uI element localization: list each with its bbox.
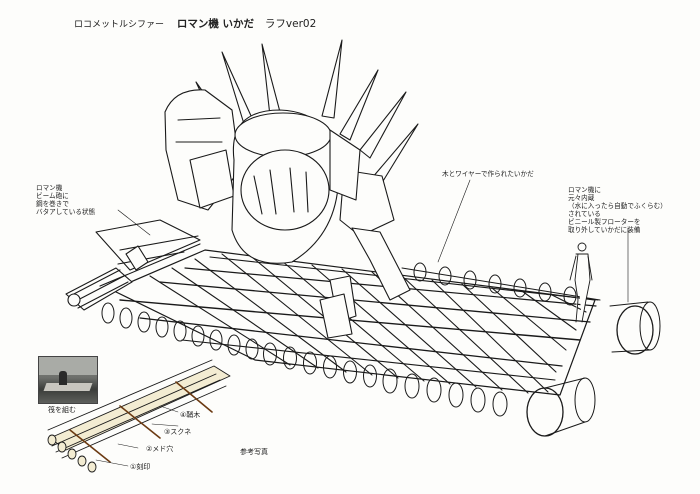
label-kokuin: ①刻印 bbox=[130, 463, 151, 471]
note-left: ロマン機 ビーム砲に 鋼を巻きで バタアしている状態 bbox=[36, 184, 96, 216]
reference-caption: 参考写真 bbox=[240, 448, 268, 456]
series-name: ロコメットルシファー bbox=[74, 20, 165, 30]
label-sayagi: ④鞘木 bbox=[180, 411, 201, 419]
photo-caption: 筏を組む bbox=[48, 406, 76, 414]
raft-detail-drawing bbox=[47, 359, 231, 473]
sheet-title: ロコメットルシファー ロマン機 いかだ ラフver02 bbox=[74, 16, 316, 31]
front-floats bbox=[101, 262, 661, 437]
reference-photo bbox=[38, 356, 98, 404]
mecha-robot bbox=[65, 39, 419, 339]
note-center: 木とワイヤーで作られたいかだ bbox=[442, 170, 534, 178]
design-title: ロマン機 いかだ bbox=[176, 18, 255, 30]
note-right: ロマン機に 元々内蔵 （水に入ったら自動でふくらむ） されている ビニール製フロ… bbox=[568, 186, 667, 234]
design-version: ラフver02 bbox=[264, 18, 317, 30]
leader-lines bbox=[117, 179, 629, 303]
human-scale-figure bbox=[569, 242, 593, 323]
label-medo-ana: ②メド穴 bbox=[146, 445, 174, 453]
raft-deck bbox=[111, 249, 599, 396]
label-sukune: ③スクネ bbox=[164, 428, 192, 436]
